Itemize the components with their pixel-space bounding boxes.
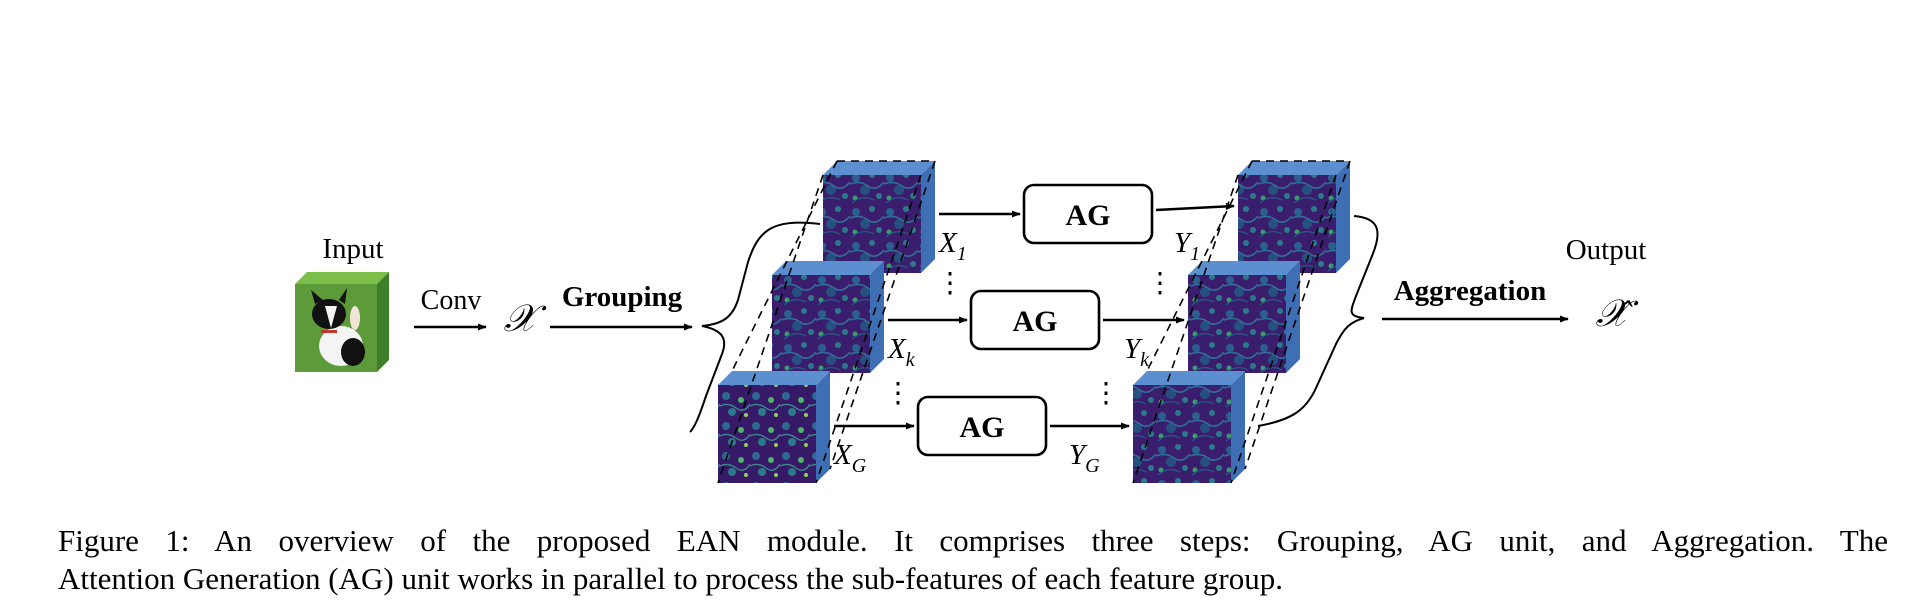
figure-caption: Figure 1: An overview of the proposed EA… <box>58 522 1888 598</box>
feature-x-symbol: 𝒳 <box>504 298 547 340</box>
label-x-G: XG <box>833 439 867 477</box>
ag-row-k: AG Xk Yk <box>887 289 1185 371</box>
dash-out-left-front <box>1132 174 1239 484</box>
ag-unit-G <box>916 395 1048 457</box>
dash-in-right-front <box>815 174 922 484</box>
ag-unit-1 <box>1022 183 1154 245</box>
dash-out-right-back <box>1244 160 1351 470</box>
ag-label-G: AG <box>960 411 1005 444</box>
label-x-k: Xk <box>887 333 916 371</box>
caption-line-2: Attention Generation (AG) unit works in … <box>58 561 1283 596</box>
label-y-1: Y1 <box>1174 227 1200 265</box>
dash-out-left-back <box>1146 160 1253 372</box>
aggregation-label: Aggregation <box>1394 275 1547 307</box>
output-feature-groups <box>1133 161 1350 483</box>
ag-label-1: AG <box>1066 199 1111 232</box>
ag-unit-k <box>969 289 1101 351</box>
feature-cube-x-1 <box>823 161 935 273</box>
grouping-label: Grouping <box>562 281 683 313</box>
input-cube-side <box>377 272 389 372</box>
dog-photo-icon <box>311 288 365 366</box>
caption-line-1: Figure 1: An overview of the proposed EA… <box>58 523 1888 558</box>
left-brace <box>689 221 821 433</box>
feature-cube-y-G <box>1133 371 1245 483</box>
vdots-out-top: ⋮ <box>1146 268 1174 299</box>
output-label: Output <box>1566 234 1647 266</box>
vdots-out-bottom: ⋮ <box>1092 378 1120 409</box>
input-feature-groups <box>718 161 935 483</box>
dash-in-left-front <box>717 174 824 484</box>
feature-cube-x-k <box>772 261 884 373</box>
ag-row-G: AG XG YG <box>833 395 1130 477</box>
input-image-cube <box>295 272 389 372</box>
dashed-guides <box>717 160 1351 484</box>
label-y-k: Yk <box>1124 333 1150 371</box>
label-y-G: YG <box>1069 439 1100 477</box>
vdots-in-bottom: ⋮ <box>884 378 912 409</box>
ag-label-k: AG <box>1013 305 1058 338</box>
feature-cube-y-1 <box>1238 161 1350 273</box>
dash-out-right-front <box>1230 174 1337 484</box>
input-cube-top <box>295 272 389 284</box>
feature-cube-y-k <box>1188 261 1300 373</box>
input-label: Input <box>322 233 383 265</box>
vdots-in-top: ⋮ <box>936 268 964 299</box>
feature-cube-x-G <box>718 371 830 483</box>
label-x-1: X1 <box>938 227 967 265</box>
conv-label: Conv <box>421 285 482 316</box>
ag-row-1: AG X1 Y1 <box>938 183 1235 265</box>
right-brace <box>1257 215 1379 427</box>
dash-in-left-back <box>731 160 838 372</box>
output-x-hat-symbol: 𝒳̂ <box>1596 293 1639 335</box>
dash-in-right-back <box>829 160 936 470</box>
arrow-from-ag-1 <box>1155 202 1235 212</box>
